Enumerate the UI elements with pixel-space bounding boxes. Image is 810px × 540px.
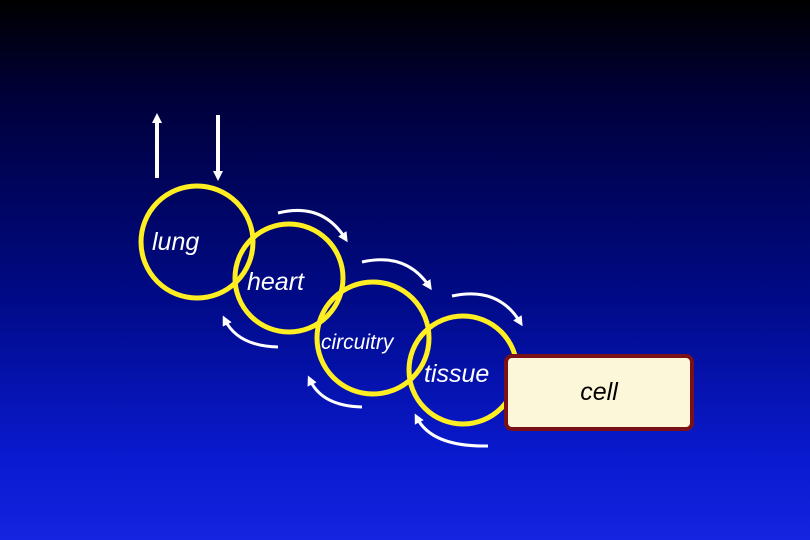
label-heart: heart	[247, 268, 304, 296]
ring-heart	[232, 221, 346, 335]
flow-arrow	[361, 258, 432, 291]
ring-circuitry	[314, 279, 432, 397]
cell-label: cell	[580, 378, 618, 406]
return-arrow	[222, 315, 279, 349]
label-circuitry: circuitry	[321, 331, 394, 354]
return-arrow	[307, 375, 363, 409]
forward-flow-arrows	[277, 208, 523, 327]
label-lung: lung	[152, 228, 200, 256]
label-tissue: tissue	[424, 360, 490, 388]
flow-arrow	[277, 208, 348, 243]
return-flow-arrows	[222, 315, 489, 448]
flow-arrow	[451, 292, 523, 327]
lung-exchange-arrows	[152, 113, 223, 181]
cell-box: cell	[504, 354, 694, 431]
ring-lung	[138, 183, 256, 301]
return-arrow	[414, 413, 489, 448]
